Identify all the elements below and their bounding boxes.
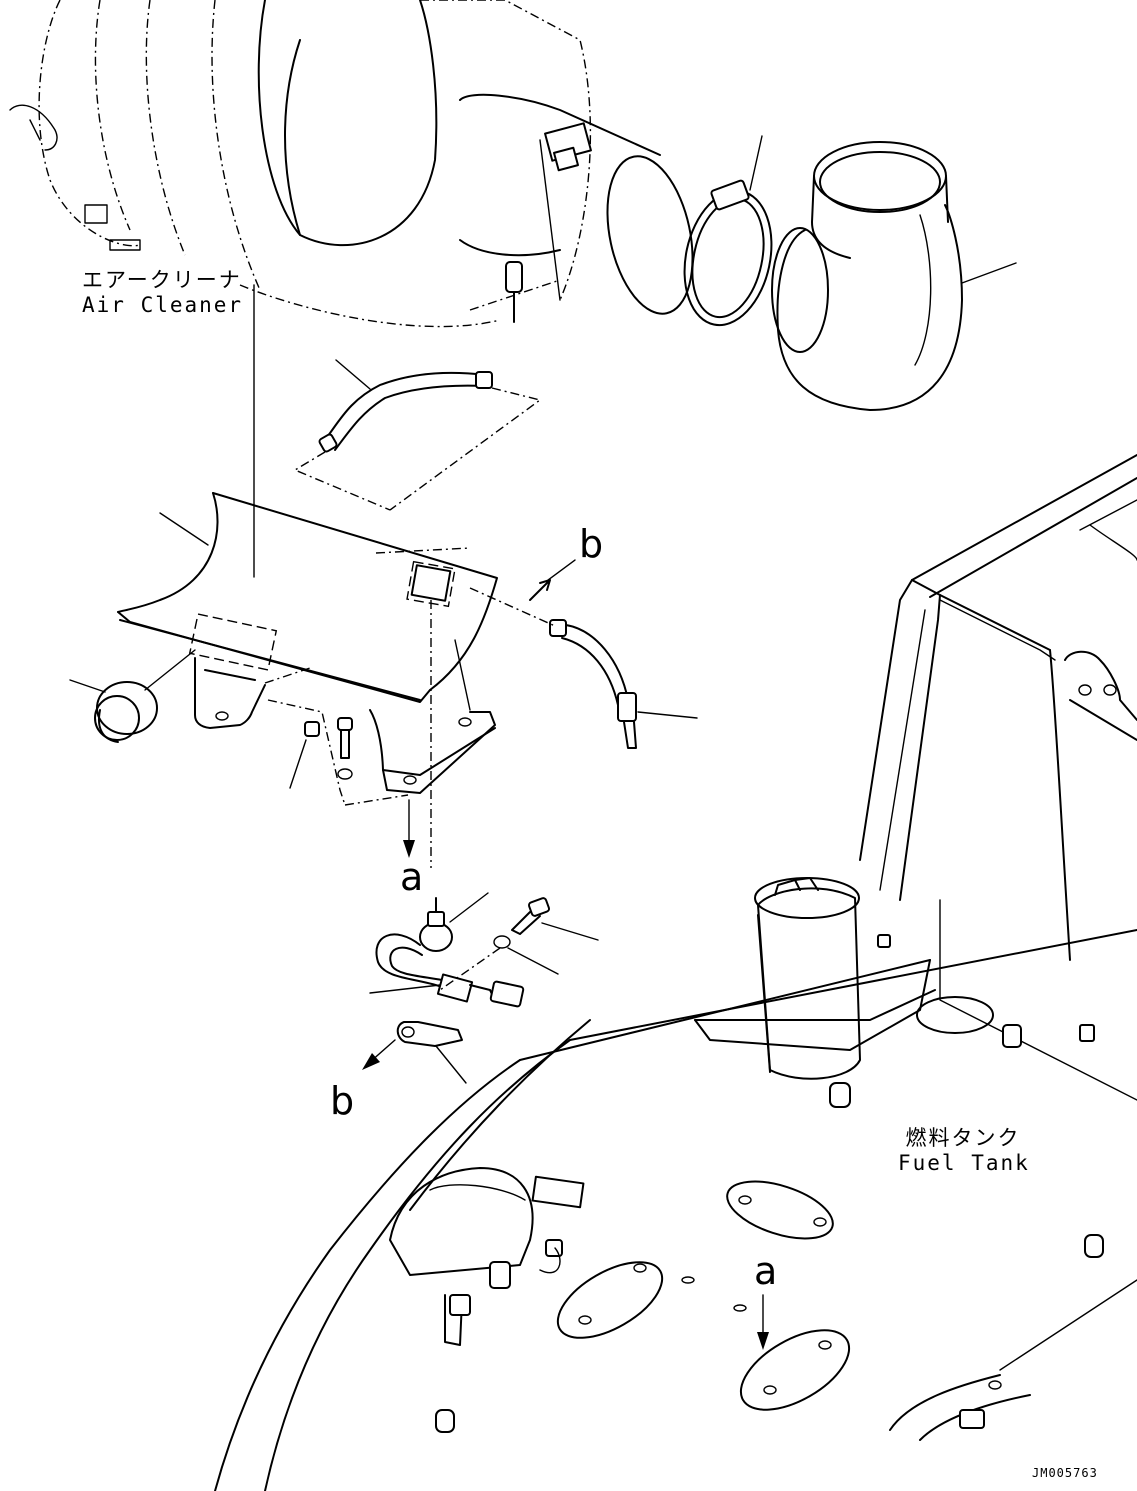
- nut-and-bolt: [289, 717, 353, 789]
- air-cleaner-label-en: Air Cleaner: [82, 293, 244, 317]
- mounting-bracket: [117, 492, 498, 868]
- reference-a-bottom: a: [754, 1249, 778, 1293]
- drawing-code: JM005763: [1032, 1466, 1098, 1480]
- air-cleaner-label-ja: エアークリーナ: [82, 268, 242, 292]
- cap-part: [69, 649, 196, 743]
- vacuum-switch-assembly: [362, 892, 599, 1084]
- air-cleaner-assembly: [9, 0, 694, 578]
- fuel-tank-frame: [214, 454, 1137, 1491]
- vacuum-hose-lower: [469, 559, 698, 749]
- hose-clamp: [683, 135, 773, 327]
- vacuum-hose-upper: [293, 359, 542, 511]
- reference-a-mid: a: [400, 855, 424, 899]
- intake-elbow: [771, 141, 1017, 411]
- air-cleaner-label: エアークリーナ Air Cleaner: [82, 268, 244, 317]
- fuel-tank-label-ja: 燃料タンク: [905, 1126, 1021, 1150]
- reference-b-top: b: [579, 522, 604, 566]
- fuel-tank-label-en: Fuel Tank: [898, 1151, 1030, 1175]
- fuel-tank-label: 燃料タンク Fuel Tank: [898, 1128, 1028, 1174]
- reference-b-bottom: b: [330, 1079, 355, 1123]
